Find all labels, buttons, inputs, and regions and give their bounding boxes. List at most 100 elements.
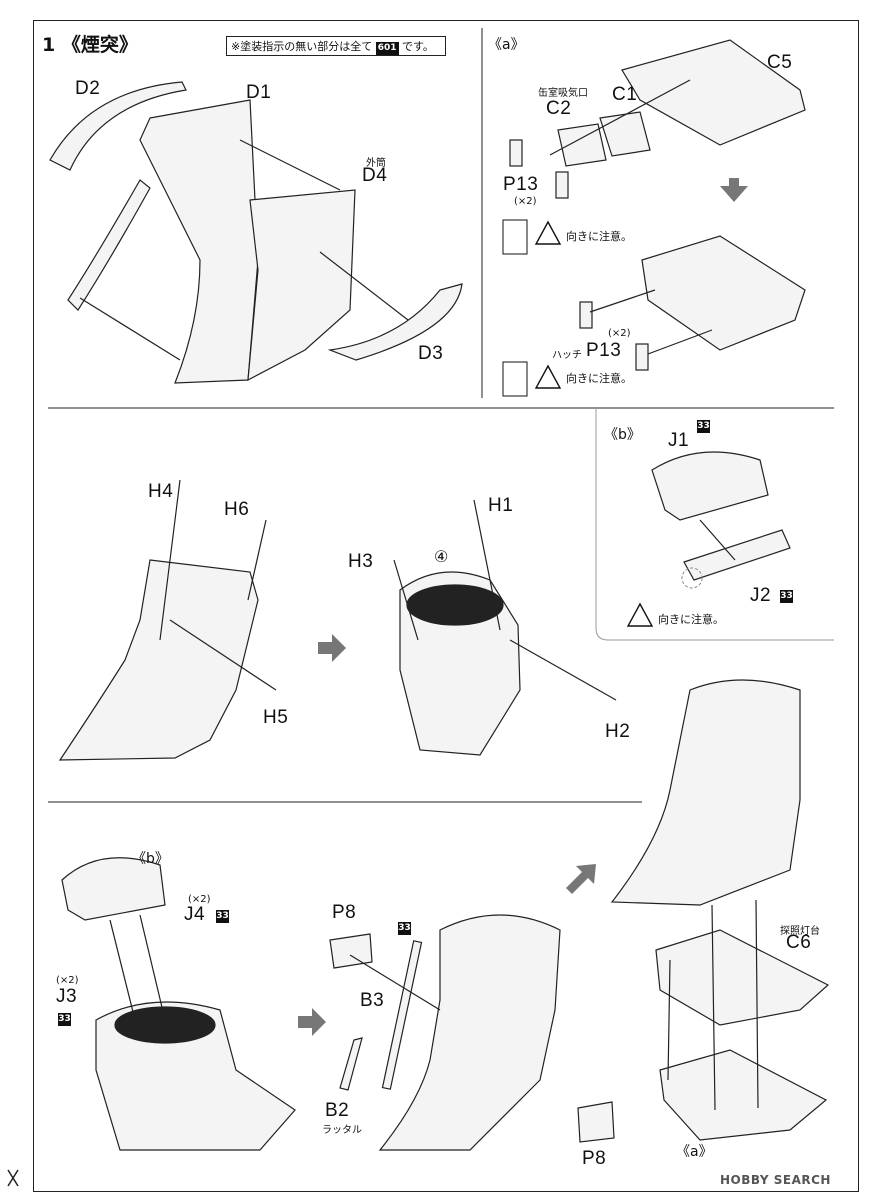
arrow-j-cap-b bbox=[139, 914, 166, 1021]
caution-a2-icon bbox=[534, 364, 562, 389]
step-title: 1 《煙突》 bbox=[42, 30, 138, 57]
j2-shape bbox=[683, 529, 791, 581]
d4-caption: 外筒 bbox=[366, 158, 386, 169]
c6-caption: 探照灯台 bbox=[780, 926, 820, 937]
label-d4: D4 bbox=[362, 165, 388, 186]
scissors-icon bbox=[7, 1169, 19, 1187]
bottom-b-label: 《b》 bbox=[132, 851, 169, 867]
b3-shape bbox=[381, 940, 423, 1090]
label-h2: H2 bbox=[605, 721, 631, 742]
funnel-bottom-center bbox=[378, 914, 561, 1151]
caution-a-icon bbox=[534, 220, 562, 245]
step-name: 《煙突》 bbox=[61, 34, 138, 56]
label-c1: C1 bbox=[612, 84, 638, 105]
arrow-p13-lower-b bbox=[647, 329, 713, 355]
flow-arrow-diagonal-icon bbox=[566, 864, 596, 894]
arrow-h3 bbox=[393, 559, 419, 641]
caution-b-text: 向きに注意。 bbox=[658, 613, 724, 626]
arrow-h6 bbox=[247, 519, 267, 601]
arrow-right-down-b bbox=[755, 899, 759, 1109]
panel-b-border bbox=[595, 408, 834, 641]
arrow-d4-d1 bbox=[239, 139, 341, 191]
d2-shape bbox=[49, 81, 187, 171]
label-h5: H5 bbox=[263, 707, 289, 728]
label-h3: H3 bbox=[348, 551, 374, 572]
hatch-caption: ハッチ bbox=[552, 350, 582, 361]
arrow-p8-top bbox=[349, 954, 441, 1011]
notice-text: ※塗装指示の無い部分は全て bbox=[231, 40, 373, 53]
label-p13-lower: P13 bbox=[586, 340, 622, 361]
p13-lower-count: (×2) bbox=[608, 328, 631, 339]
label-p8-top: P8 bbox=[332, 902, 357, 923]
arrow-right-down-a bbox=[711, 904, 716, 1111]
paint-notice: ※塗装指示の無い部分は全て 601 です。 bbox=[226, 36, 446, 56]
detail-circle-icon bbox=[681, 567, 703, 589]
panel-a-label: 《a》 bbox=[488, 37, 525, 53]
arrow-d3 bbox=[319, 251, 409, 321]
d3-shape bbox=[327, 283, 463, 361]
arrow-h2 bbox=[509, 639, 617, 701]
step-number: 1 bbox=[42, 34, 56, 56]
grille-plate-bottom bbox=[114, 1006, 216, 1044]
arrow-h5 bbox=[169, 619, 277, 691]
flow-arrow-right-icon bbox=[318, 634, 346, 662]
paint-code-badge: 601 bbox=[375, 42, 399, 55]
label-j1: J1 bbox=[668, 430, 690, 451]
page-border bbox=[33, 20, 859, 1192]
c5-bottom-shape bbox=[659, 1049, 828, 1141]
b3-badge: 33 bbox=[398, 922, 411, 935]
label-b3: B3 bbox=[360, 990, 385, 1011]
j-cap-shape bbox=[61, 857, 166, 921]
b2-shape bbox=[339, 1037, 363, 1091]
label-c2: C2 bbox=[546, 98, 572, 119]
label-c6: C6 bbox=[786, 932, 812, 953]
label-h6: H6 bbox=[224, 499, 250, 520]
label-j2: J2 bbox=[750, 585, 772, 606]
c6-shape bbox=[655, 929, 830, 1026]
p13-d-shape bbox=[635, 343, 649, 371]
arrow-d2-side bbox=[79, 297, 181, 361]
flow-arrow-down-icon bbox=[720, 178, 748, 202]
p8-top-shape bbox=[329, 933, 373, 969]
label-p13: P13 bbox=[503, 174, 539, 195]
caution-a-text: 向きに注意。 bbox=[566, 230, 632, 243]
orientation-hint-a2-icon bbox=[502, 361, 528, 397]
d2-side-shape bbox=[67, 179, 151, 311]
j4-badge: 33 bbox=[216, 910, 229, 923]
label-c5: C5 bbox=[767, 52, 793, 73]
p8-bottom-shape bbox=[577, 1101, 615, 1143]
panel-b-label: 《b》 bbox=[604, 427, 641, 443]
j4-count: (×2) bbox=[188, 894, 211, 905]
arrow-j-cap-a bbox=[109, 919, 136, 1021]
p13-c-shape bbox=[579, 301, 593, 329]
c1-shape bbox=[599, 111, 651, 157]
caution-b-icon bbox=[626, 602, 654, 627]
caution-a2-text: 向きに注意。 bbox=[566, 372, 632, 385]
label-d2: D2 bbox=[75, 78, 101, 99]
arrow-c2-c5 bbox=[549, 79, 691, 156]
label-b2: B2 bbox=[325, 1100, 350, 1121]
j1-badge: 33 bbox=[697, 420, 710, 433]
label-circled-4: ④ bbox=[434, 549, 449, 566]
grille-plate bbox=[406, 584, 504, 626]
j3-badge: 33 bbox=[58, 1013, 71, 1026]
label-h4: H4 bbox=[148, 481, 174, 502]
flow-arrow-right-2-icon bbox=[298, 1008, 326, 1036]
arrow-h4 bbox=[159, 479, 181, 641]
label-j3: J3 bbox=[56, 986, 78, 1007]
j2-badge: 33 bbox=[780, 590, 793, 603]
notice-suffix: です。 bbox=[402, 40, 434, 53]
arrow-p13-lower-a bbox=[589, 289, 656, 313]
j3-count: (×2) bbox=[56, 975, 79, 986]
arrow-j1-j2 bbox=[699, 519, 736, 561]
label-j4: J4 bbox=[184, 904, 206, 925]
label-d1: D1 bbox=[246, 82, 272, 103]
c5-lower-shape bbox=[641, 235, 806, 351]
arrow-right-down-c bbox=[667, 959, 671, 1081]
c2-shape bbox=[557, 123, 607, 167]
funnel-d4-shape bbox=[247, 189, 356, 382]
funnel-d1-shape bbox=[139, 99, 259, 384]
label-d3: D3 bbox=[418, 343, 444, 364]
j1-shape bbox=[651, 451, 769, 521]
